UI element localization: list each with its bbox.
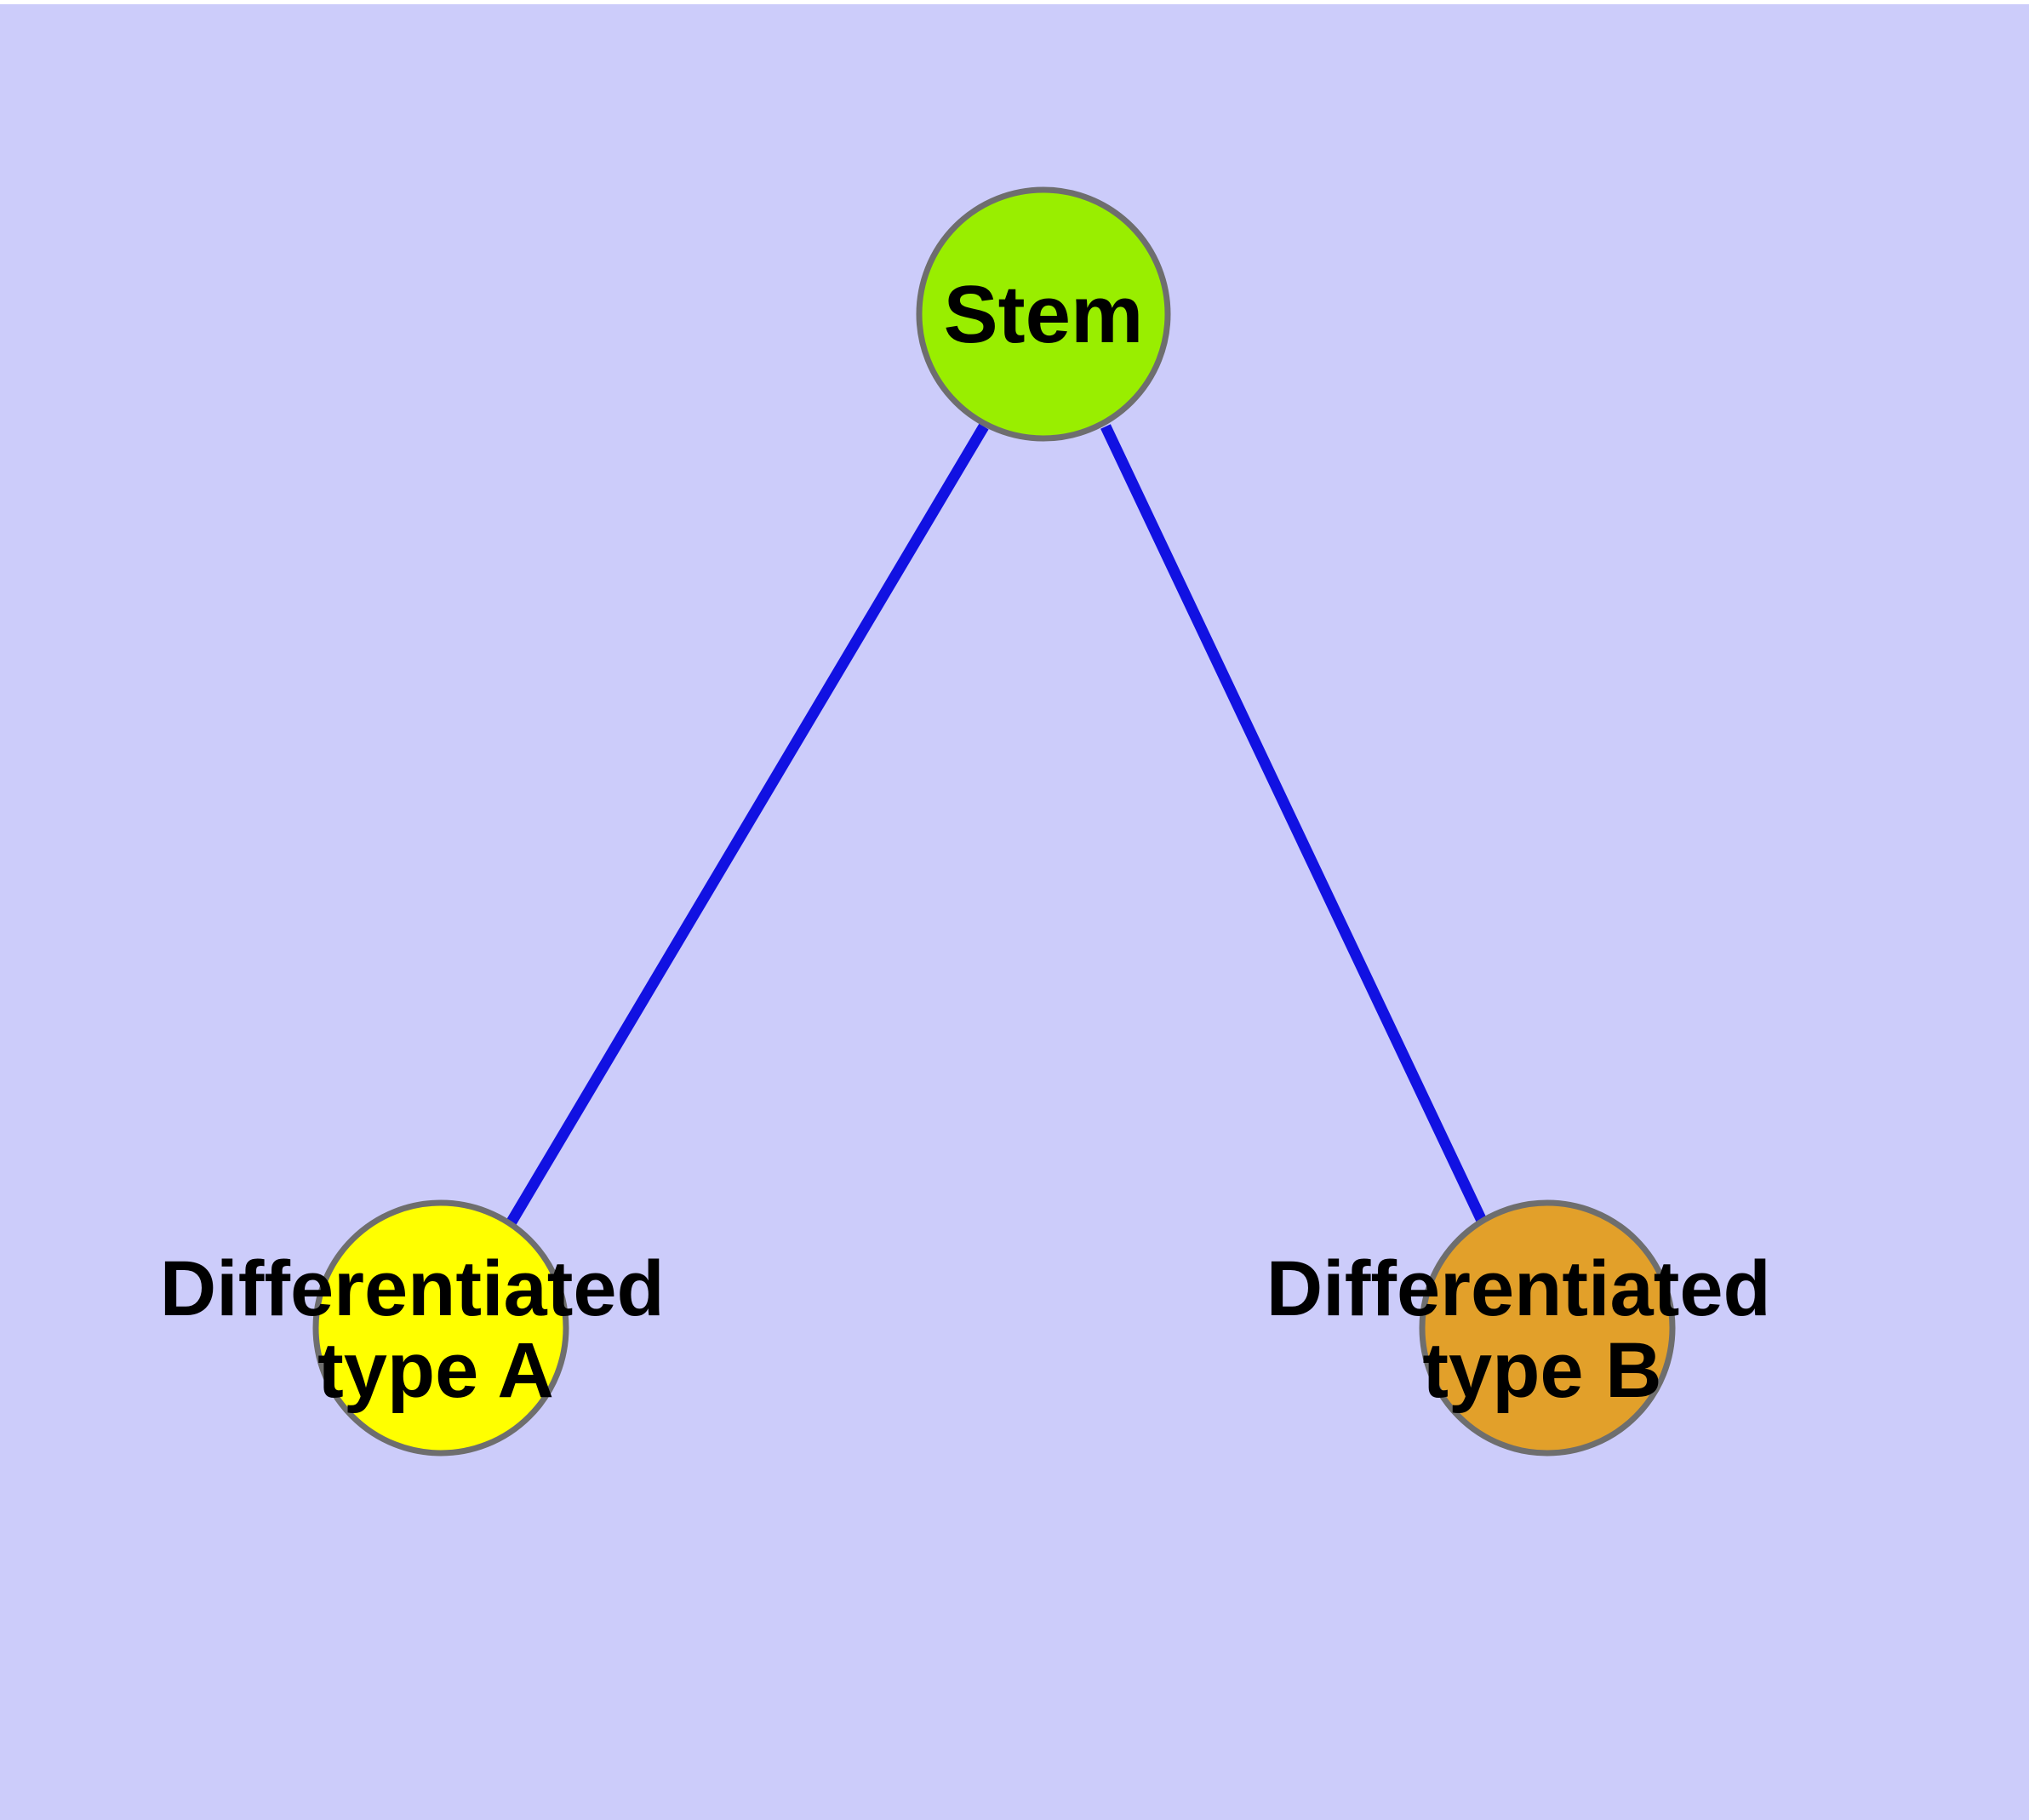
node-stem-circle[interactable] bbox=[916, 186, 1171, 442]
node-differentiated-type-b-circle[interactable] bbox=[1419, 1199, 1676, 1457]
node-differentiated-type-b-label: Differentiated type B bbox=[1266, 1245, 1793, 1414]
node-differentiated-type-a-label-line-2: type A bbox=[317, 1327, 554, 1414]
node-layer bbox=[312, 186, 1676, 1457]
node-stem-label: Stem bbox=[944, 269, 1144, 360]
label-layer: Stem Differentiated type A Differentiate… bbox=[160, 269, 1793, 1415]
node-stem[interactable] bbox=[916, 186, 1171, 442]
node-differentiated-type-a-label-line-1: Differentiated bbox=[160, 1245, 665, 1332]
node-differentiated-type-a-circle[interactable] bbox=[312, 1199, 569, 1457]
node-stem-label-line-1: Stem bbox=[944, 269, 1144, 360]
edge-stem-to-differentiated-type-a[interactable] bbox=[506, 423, 989, 1227]
edge-layer bbox=[506, 423, 1488, 1227]
node-differentiated-type-b-label-line-2: type B bbox=[1422, 1327, 1661, 1414]
node-differentiated-type-a-label: Differentiated type A bbox=[160, 1245, 687, 1414]
node-differentiated-type-b[interactable] bbox=[1419, 1199, 1676, 1457]
node-differentiated-type-a[interactable] bbox=[312, 1199, 569, 1457]
node-differentiated-type-b-label-line-1: Differentiated bbox=[1266, 1245, 1771, 1332]
edge-stem-to-differentiated-type-b[interactable] bbox=[1100, 424, 1488, 1225]
